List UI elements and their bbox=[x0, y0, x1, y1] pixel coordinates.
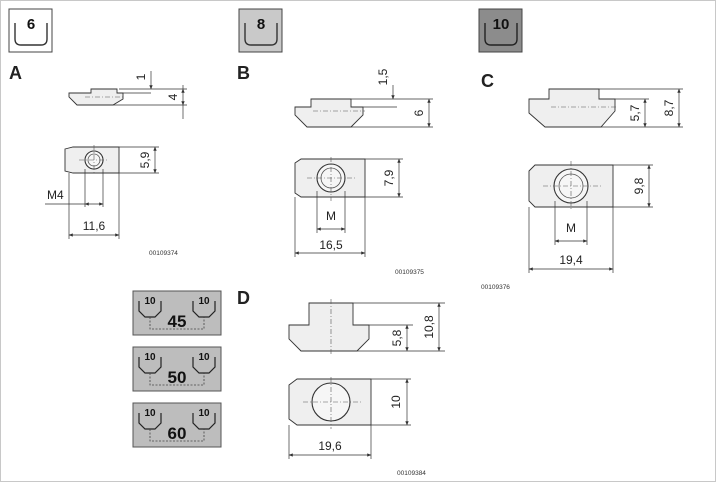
dim-b-height: 6 bbox=[412, 109, 426, 116]
variant-label-b: B bbox=[237, 63, 250, 83]
dim-d-side: 10 bbox=[389, 395, 403, 409]
profile-right-size: 10 bbox=[198, 352, 210, 363]
dim-c-inner: 5,7 bbox=[628, 104, 642, 121]
slot-profile-icon bbox=[14, 23, 48, 46]
dim-a-width: 11,6 bbox=[83, 219, 106, 233]
dim-a-side: 5,9 bbox=[138, 151, 152, 168]
dim-a-height: 4 bbox=[166, 93, 180, 100]
nut-a-top-view bbox=[45, 145, 159, 239]
profile-left-size: 10 bbox=[144, 408, 156, 419]
nut-a-side-view bbox=[68, 71, 187, 119]
dim-d-outer: 10,8 bbox=[422, 315, 436, 339]
dim-c-outer: 8,7 bbox=[662, 99, 676, 116]
nut-d-top-view bbox=[288, 377, 411, 459]
badge-slot-8: 8 bbox=[238, 8, 283, 53]
profile-left-size: 10 bbox=[144, 352, 156, 363]
dim-b-width: 16,5 bbox=[319, 238, 343, 252]
profile-chip-45: 10 10 45 bbox=[132, 290, 222, 336]
nut-b-top-view bbox=[294, 157, 403, 257]
profile-right-size: 10 bbox=[198, 408, 210, 419]
badge-slot-10: 10 bbox=[478, 8, 523, 53]
nut-d-side-view bbox=[288, 299, 445, 355]
dim-d-width: 19,6 bbox=[318, 439, 342, 453]
part-code-d: 00109384 bbox=[397, 470, 426, 477]
dim-a-top-small: 1 bbox=[134, 73, 148, 80]
part-code-a: 00109374 bbox=[149, 250, 178, 257]
dim-b-top-small: 1,5 bbox=[376, 68, 390, 85]
part-code-c: 00109376 bbox=[481, 284, 510, 291]
slot-profile-icon bbox=[484, 23, 518, 46]
badge-value: 6 bbox=[27, 16, 35, 33]
profile-chip-60: 10 10 60 bbox=[132, 402, 222, 448]
nut-c-top-view bbox=[528, 161, 653, 273]
slot-profile-icon bbox=[244, 23, 278, 46]
dim-b-side: 7,9 bbox=[382, 169, 396, 186]
nut-c-side-view bbox=[528, 88, 683, 128]
dim-c-thread: M bbox=[566, 221, 576, 235]
badge-value: 10 bbox=[493, 16, 510, 33]
dim-c-width: 19,4 bbox=[559, 253, 583, 267]
variant-label-a: A bbox=[9, 63, 22, 83]
nut-b-side-view bbox=[294, 85, 433, 128]
profile-right-size: 10 bbox=[198, 296, 210, 307]
dim-c-side: 9,8 bbox=[632, 177, 646, 194]
dim-b-thread: M bbox=[326, 209, 336, 223]
profile-center-size: 45 bbox=[168, 312, 187, 331]
variant-label-c: C bbox=[481, 71, 494, 91]
badge-slot-6: 6 bbox=[8, 8, 53, 53]
profile-center-size: 60 bbox=[168, 424, 187, 443]
profile-chip-50: 10 10 50 bbox=[132, 346, 222, 392]
part-code-b: 00109375 bbox=[395, 269, 424, 276]
profile-left-size: 10 bbox=[144, 296, 156, 307]
dim-d-inner: 5,8 bbox=[390, 329, 404, 346]
profile-center-size: 50 bbox=[168, 368, 187, 387]
badge-value: 8 bbox=[257, 16, 265, 33]
dim-a-thread: M4 bbox=[47, 188, 64, 202]
variant-label-d: D bbox=[237, 288, 250, 308]
